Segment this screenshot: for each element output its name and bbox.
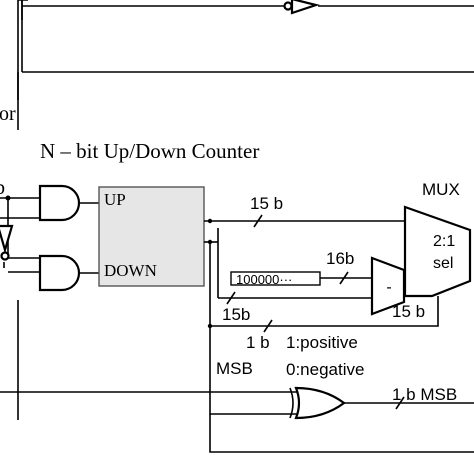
subtractor-block [370,256,406,316]
counter-up-label: UP [104,190,126,209]
counter-down-label: DOWN [104,261,157,280]
bottom-wire [209,414,474,453]
msb-out-label: 1 b MSB [392,385,457,404]
bus-label-16b: 16b [326,249,354,268]
xor-gate [289,386,346,420]
top-inverter [283,0,320,15]
positive-label: 1:positive [286,333,358,352]
mux-ratio: 2:1 [433,233,455,250]
feedback-wire-top [17,0,474,100]
partial-label-b: b [0,177,5,199]
bus-slash-top [253,214,263,228]
subtractor-symbol: - [386,279,391,296]
bus-slash-16b [339,271,349,285]
msb-label: MSB [216,359,253,378]
partial-label-or: or [0,103,16,125]
output-bus-top-dot [207,218,213,224]
bus-slash-msb [263,319,273,333]
and-gate-up [38,184,81,222]
msb-select-wire [209,242,439,327]
and-gate-down [38,254,81,292]
bus-label-15b-left: 15b [222,305,250,324]
mux-title: MUX [422,180,460,199]
bus-slash-left [226,291,236,305]
mux-block [403,205,472,298]
left-inverter [0,224,14,261]
bus-label-15b-right: 15 b [392,302,425,321]
bus-label-15b-top: 15 b [250,194,283,213]
junction-dot [5,195,11,201]
mux-sel: sel [433,255,453,272]
msb-junction-dot [207,323,213,329]
msb-width-label: 1 b [246,333,270,352]
bus-slash-xor [395,396,405,410]
constant-value: 100000··· [236,272,292,287]
counter-title: N – bit Up/Down Counter [40,139,259,163]
negative-label: 0:negative [286,360,364,379]
counter-block [98,186,205,287]
